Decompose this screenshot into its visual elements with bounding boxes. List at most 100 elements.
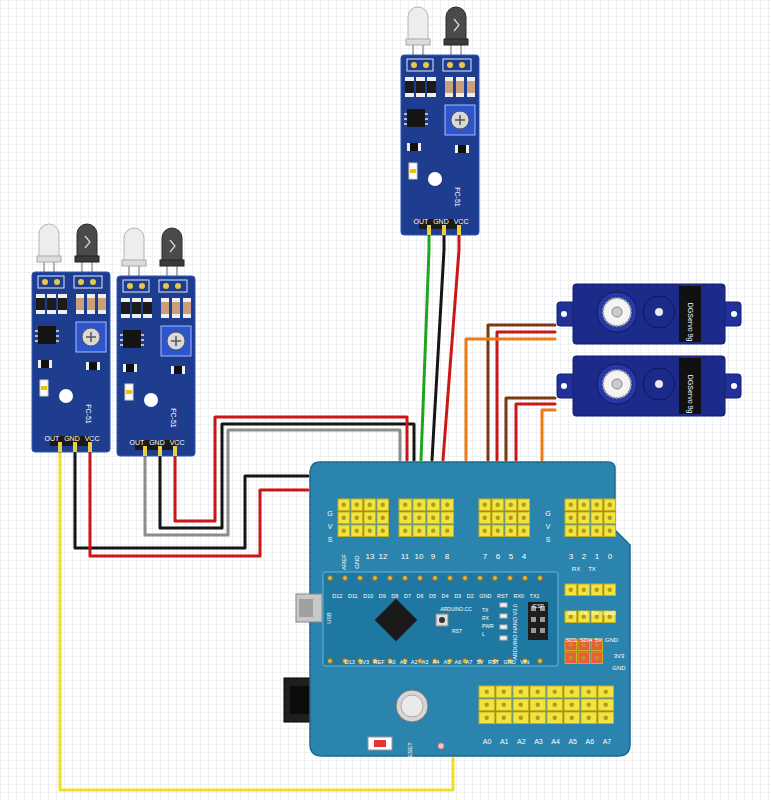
smd-cap <box>161 314 169 318</box>
smd-cap <box>456 77 464 81</box>
pin-hole <box>587 716 591 720</box>
header-pin <box>399 512 412 524</box>
smd-resistor <box>58 294 67 314</box>
pin-hole <box>519 716 523 720</box>
module-name: FC-51 <box>85 404 92 423</box>
pin-hole <box>595 656 599 660</box>
header-pin <box>338 512 350 524</box>
ir-sensor-module: FC-51OUT GND VCC <box>30 220 112 452</box>
status-led <box>409 163 417 179</box>
led-pad <box>407 59 433 71</box>
pin-number: 7 <box>483 553 487 561</box>
smd-cap <box>467 77 475 81</box>
header-pin <box>479 525 491 537</box>
smd-cap <box>407 143 410 151</box>
pin-hole <box>496 516 500 520</box>
led-mark <box>170 240 175 252</box>
smd-cap <box>38 360 41 368</box>
smd-resistor <box>405 77 414 97</box>
ir-led-dark <box>77 224 97 260</box>
potentiometer <box>161 326 191 356</box>
pin-number: 1 <box>595 553 599 561</box>
smd-cap <box>47 310 56 314</box>
jumper-wire <box>516 404 555 460</box>
pin-hole <box>569 656 573 660</box>
pin-hole <box>582 516 586 520</box>
solder-point <box>411 62 417 68</box>
ic-leg <box>425 123 428 125</box>
smd-cap <box>121 298 130 302</box>
header-pin <box>364 512 376 524</box>
pin-hole <box>569 529 573 533</box>
header-pin <box>173 446 177 456</box>
pin-hole <box>604 703 608 707</box>
nano-pin <box>418 576 423 581</box>
button-label: RESET <box>407 742 413 762</box>
output-gear <box>603 370 631 398</box>
smd-cap <box>418 143 421 151</box>
nano-pin <box>478 576 483 581</box>
ic-leg <box>56 335 59 337</box>
node-illustration <box>315 572 560 666</box>
pin-label: V <box>546 523 551 530</box>
comparator-ic <box>38 326 56 344</box>
header-pin <box>578 499 590 511</box>
pin-hole <box>381 529 385 533</box>
header-pin <box>564 712 580 724</box>
solder-point <box>459 62 465 68</box>
pin-hole <box>595 643 599 647</box>
icsp-pin <box>531 617 536 622</box>
potentiometer <box>76 322 106 352</box>
nano-pin <box>463 576 468 581</box>
ir-led-clear <box>408 7 428 43</box>
solder-point <box>423 62 429 68</box>
header-pin <box>547 712 563 724</box>
header-pin <box>143 446 147 456</box>
servo-sticker <box>679 358 701 414</box>
smd-cap <box>427 77 436 81</box>
connector-label: USB <box>327 612 333 623</box>
header-pin <box>413 499 426 511</box>
pin-label: 3V3 <box>614 653 625 659</box>
header-pin <box>565 512 577 524</box>
header-pin <box>591 525 603 537</box>
servo-sticker <box>679 286 701 342</box>
smd-cap <box>405 77 414 81</box>
smd-cap <box>97 362 100 370</box>
mounting-hole <box>561 383 567 389</box>
servo-label: DGServo 9g <box>687 375 694 414</box>
pin-number: 9 <box>431 553 435 561</box>
smd-cap <box>161 298 169 302</box>
led-rim <box>160 260 184 266</box>
ic-leg <box>425 113 428 115</box>
mounting-hole <box>144 393 158 407</box>
pin-hole <box>483 503 487 507</box>
header-pin <box>351 512 363 524</box>
pin-hole <box>485 716 489 720</box>
comparator-ic <box>123 330 141 348</box>
output-shaft <box>612 379 622 389</box>
nano-pin <box>538 576 543 581</box>
smd-cap <box>455 145 458 153</box>
smd-resistor <box>161 298 169 318</box>
nano-pin <box>343 576 348 581</box>
nano-pin <box>433 576 438 581</box>
jumper-wire <box>443 235 459 460</box>
pin-hole <box>403 529 407 533</box>
mounting-hole <box>59 389 73 403</box>
header-pin <box>505 512 517 524</box>
comparator-ic <box>407 109 425 127</box>
pin-hole <box>536 703 540 707</box>
pin-hole <box>604 690 608 694</box>
potentiometer-knob <box>451 111 469 129</box>
pin-hole <box>604 716 608 720</box>
led-pad <box>38 276 64 288</box>
pin-hole <box>502 690 506 694</box>
led-mark <box>85 236 90 248</box>
header-pin <box>530 699 546 711</box>
smd-cap <box>183 298 191 302</box>
header-pin <box>496 686 512 698</box>
pin-hole <box>403 516 407 520</box>
rst-button <box>436 614 448 626</box>
